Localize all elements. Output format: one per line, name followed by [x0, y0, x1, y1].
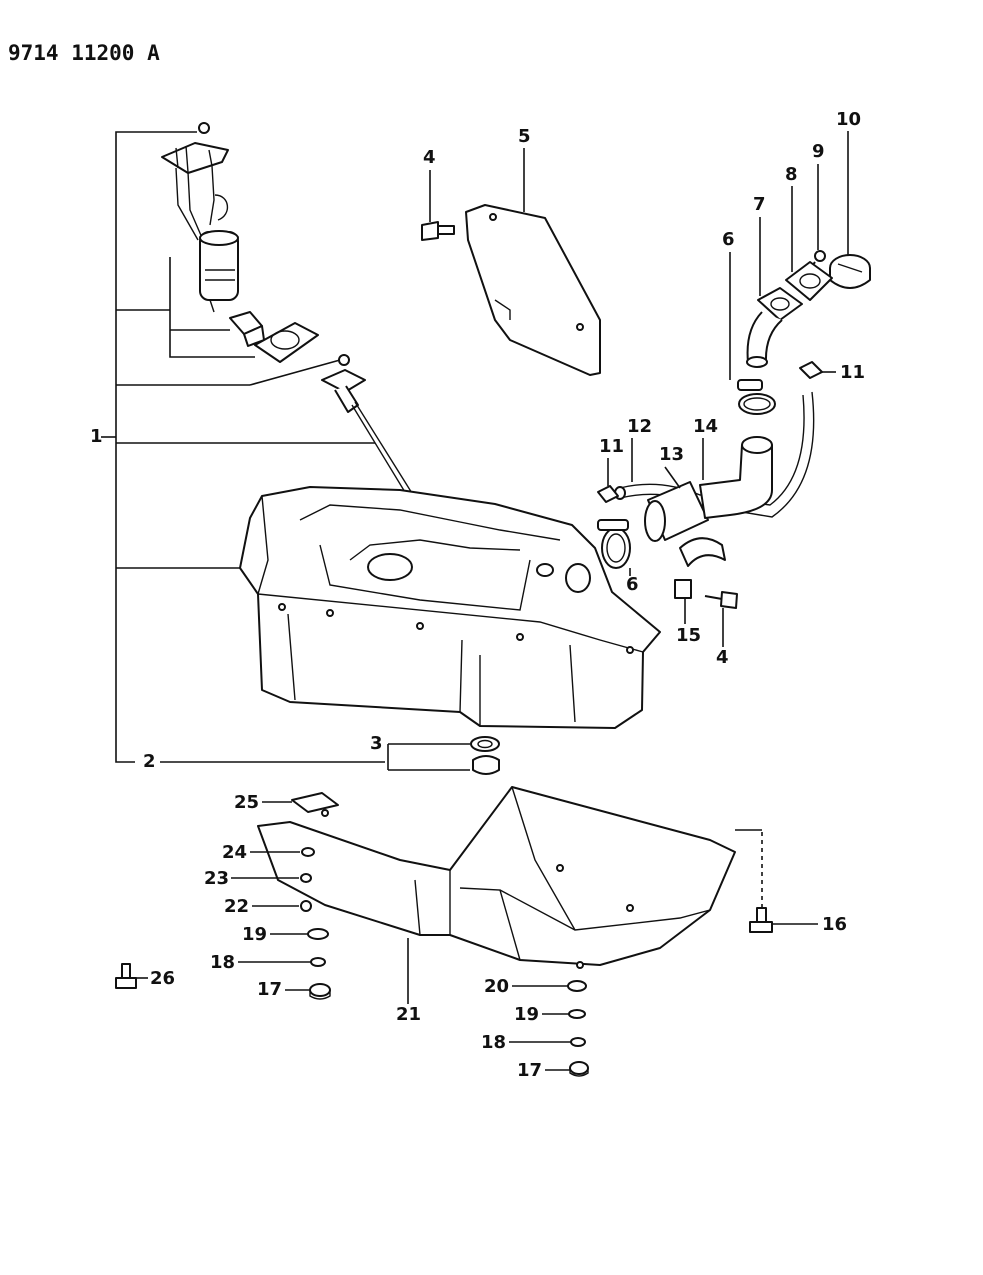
callout-11-right: 11	[840, 362, 865, 383]
callout-2: 2	[143, 751, 156, 772]
callout-23: 23	[204, 868, 229, 889]
filler-hose-13	[644, 481, 709, 542]
callout-19-right: 19	[514, 1004, 539, 1025]
washer-19-left	[307, 928, 329, 940]
callout-10: 10	[836, 109, 861, 130]
callout-3: 3	[370, 733, 383, 754]
spacer-20	[567, 980, 587, 992]
callout-5: 5	[518, 126, 531, 147]
filler-pipe-bracket-15	[674, 537, 726, 599]
callout-11-left: 11	[599, 436, 624, 457]
hardware-24	[301, 847, 315, 857]
callout-25: 25	[234, 792, 259, 813]
nut-17-right	[569, 1061, 589, 1077]
callout-6-lower: 6	[626, 574, 639, 595]
document-id: 9714 11200 A	[8, 41, 160, 65]
tank-protector-21	[257, 786, 736, 969]
clip-18-right	[570, 1037, 586, 1047]
callout-18-right: 18	[481, 1032, 506, 1053]
filler-gasket-8	[785, 261, 833, 301]
hardware-23	[300, 873, 312, 883]
filler-pipe-14	[699, 436, 773, 519]
callout-14: 14	[693, 416, 718, 437]
fuel-tank	[239, 486, 661, 729]
washer-19-right	[568, 1009, 586, 1019]
hose-clamp-6-lower	[597, 519, 631, 569]
bolt-4-lower	[704, 591, 738, 609]
callout-15: 15	[676, 625, 701, 646]
fuel-pump-assembly	[161, 122, 239, 313]
callout-7: 7	[753, 194, 766, 215]
callout-26: 26	[150, 968, 175, 989]
callout-18-left: 18	[210, 952, 235, 973]
callout-22: 22	[224, 896, 249, 917]
callout-19-left: 19	[242, 924, 267, 945]
callout-4-upper: 4	[423, 147, 436, 168]
assembly-bracket	[101, 131, 375, 763]
heat-protector	[465, 204, 601, 376]
callout-17-right: 17	[517, 1060, 542, 1081]
bolt-16	[735, 829, 773, 933]
callout-9: 9	[812, 141, 825, 162]
bracket-25	[291, 792, 339, 817]
callout-4-lower: 4	[716, 647, 729, 668]
callout-20: 20	[484, 976, 509, 997]
bolt-26	[115, 963, 137, 989]
callout-8: 8	[785, 164, 798, 185]
callout-12: 12	[627, 416, 652, 437]
bolt-4-upper	[421, 221, 455, 241]
clip-18-left	[310, 957, 326, 967]
fuel-cap	[829, 254, 871, 289]
callout-13: 13	[659, 444, 684, 465]
hose-clamp-6-upper	[737, 379, 776, 415]
callout-1: 1	[90, 426, 103, 447]
callout-21: 21	[396, 1004, 421, 1025]
drain-plug-and-gasket	[470, 736, 500, 775]
callout-24: 24	[222, 842, 247, 863]
pump-connector	[229, 311, 319, 363]
nut-17-left	[309, 983, 331, 1000]
callout-17-left: 17	[257, 979, 282, 1000]
hose-clip-11-right	[799, 361, 823, 379]
hardware-22	[300, 900, 312, 912]
filler-neck-7	[746, 287, 803, 368]
hose-clip-11-left	[597, 485, 619, 503]
callout-6-upper: 6	[722, 229, 735, 250]
callout-16: 16	[822, 914, 847, 935]
